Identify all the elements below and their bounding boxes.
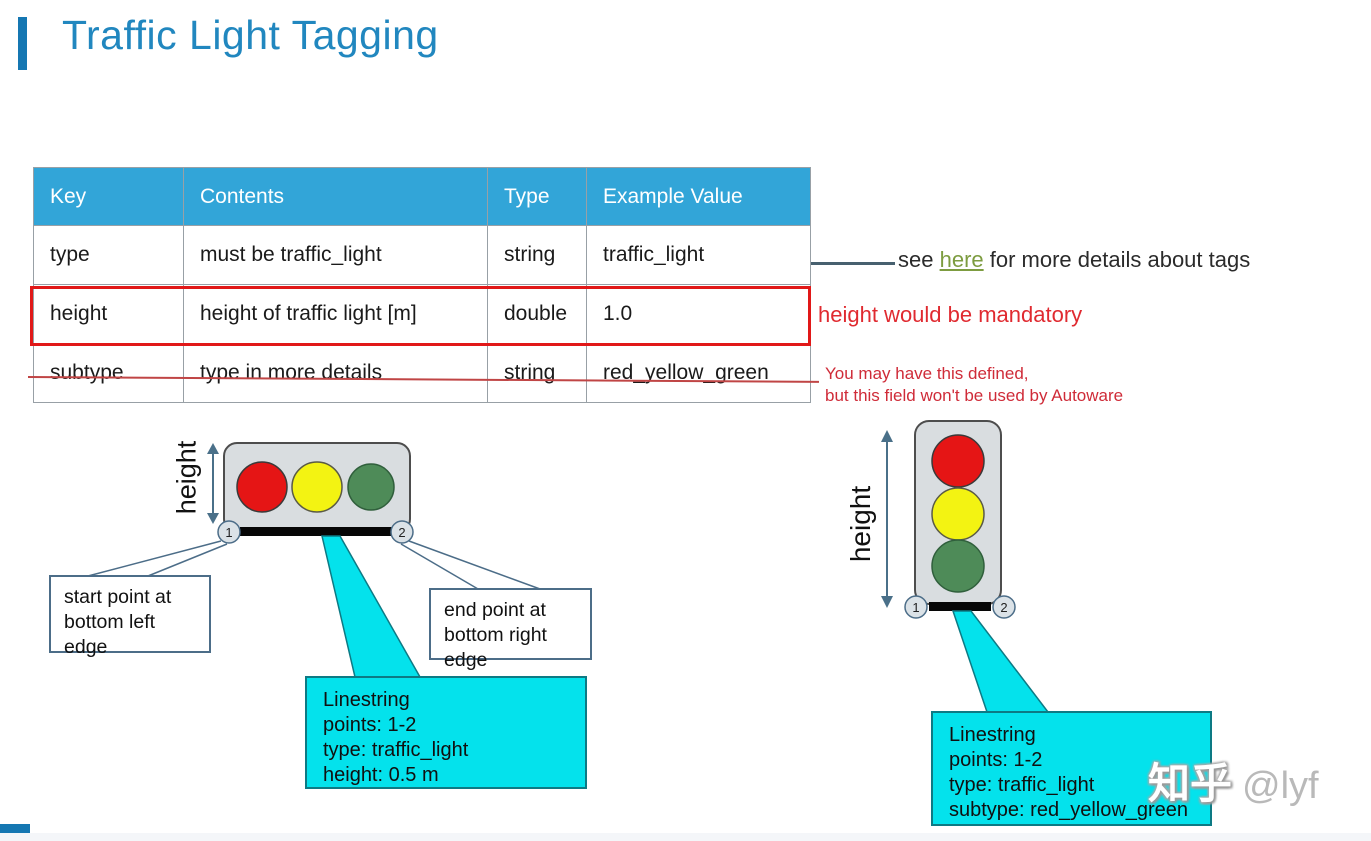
see-here-note: see here for more details about tags [898, 247, 1250, 273]
header-example-value: Example Value [586, 167, 811, 226]
see-prefix: see [898, 247, 940, 272]
here-link[interactable]: here [939, 247, 984, 272]
cell-key: height [33, 284, 184, 344]
watermark-brand: 知乎 [1148, 760, 1233, 807]
linestring-callout-vertical: Linestring points: 1-2 type: traffic_lig… [931, 711, 1212, 826]
cell-type: string [487, 225, 587, 285]
footer-strip [0, 833, 1371, 841]
cell-example: traffic_light [586, 225, 811, 285]
header-contents: Contents [183, 167, 488, 226]
tag-table: Key Contents Type Example Value type mus… [33, 167, 811, 403]
callout-line: points: 1-2 [323, 714, 417, 736]
cell-key: subtype [33, 343, 184, 403]
title-accent-bar [18, 17, 27, 70]
callout-line: Linestring [323, 689, 410, 711]
point-1-label: 1 [912, 600, 919, 615]
cell-example: 1.0 [586, 284, 811, 344]
start-point-callout: start point at bottom left edge [49, 575, 211, 658]
callout-line: Linestring [949, 724, 1036, 746]
cell-key: type [33, 225, 184, 285]
linestring-callout-horizontal: Linestring points: 1-2 type: traffic_lig… [305, 676, 587, 789]
see-suffix: for more details about tags [983, 247, 1251, 272]
height-dimension-label: height [171, 440, 202, 515]
height-dimension-label: height [845, 485, 876, 563]
header-key: Key [33, 167, 184, 226]
height-row-highlight [30, 286, 811, 346]
page-title: Traffic Light Tagging [62, 12, 439, 58]
point-2-label: 2 [1000, 600, 1007, 615]
callout-line: subtype: red_yellow_green [949, 799, 1189, 821]
height-mandatory-note: height would be mandatory [818, 302, 1083, 327]
point-1-label: 1 [225, 525, 232, 540]
cell-contents: must be traffic_light [183, 225, 488, 285]
point-2-marker [390, 520, 414, 544]
table-row-height: height height of traffic light [m] doubl… [33, 284, 811, 344]
autoware-note-line1: You may have this defined, [825, 364, 1029, 383]
watermark-handle: @lyf [1242, 765, 1319, 807]
cell-contents: type in more details [183, 343, 488, 403]
cell-example: red_yellow_green [586, 343, 811, 403]
table-header-row: Key Contents Type Example Value [33, 167, 811, 226]
callout-line: points: 1-2 [949, 749, 1043, 771]
end-point-callout: end point at bottom right edge [429, 588, 592, 671]
watermark: 知乎@lyf [1148, 750, 1319, 811]
point-2-marker [992, 595, 1016, 619]
callout-line: height: 0.5 m [323, 764, 439, 786]
autoware-note-line2: but this field won't be used by Autoware [825, 386, 1124, 405]
point-1-marker [217, 520, 241, 544]
point-1-marker [904, 595, 928, 619]
callout-line: type: traffic_light [949, 774, 1095, 796]
header-type: Type [487, 167, 587, 226]
vertical-traffic-light-icon: 1 2 [881, 420, 1050, 713]
see-here-connector-line [811, 262, 895, 265]
table-row-subtype: subtype type in more details string red_… [33, 343, 811, 403]
callout-line: type: traffic_light [323, 739, 469, 761]
cell-type: string [487, 343, 587, 403]
table-row-type: type must be traffic_light string traffi… [33, 225, 811, 285]
autoware-note: You may have this defined, but this fiel… [825, 363, 1123, 407]
point-2-label: 2 [398, 525, 405, 540]
